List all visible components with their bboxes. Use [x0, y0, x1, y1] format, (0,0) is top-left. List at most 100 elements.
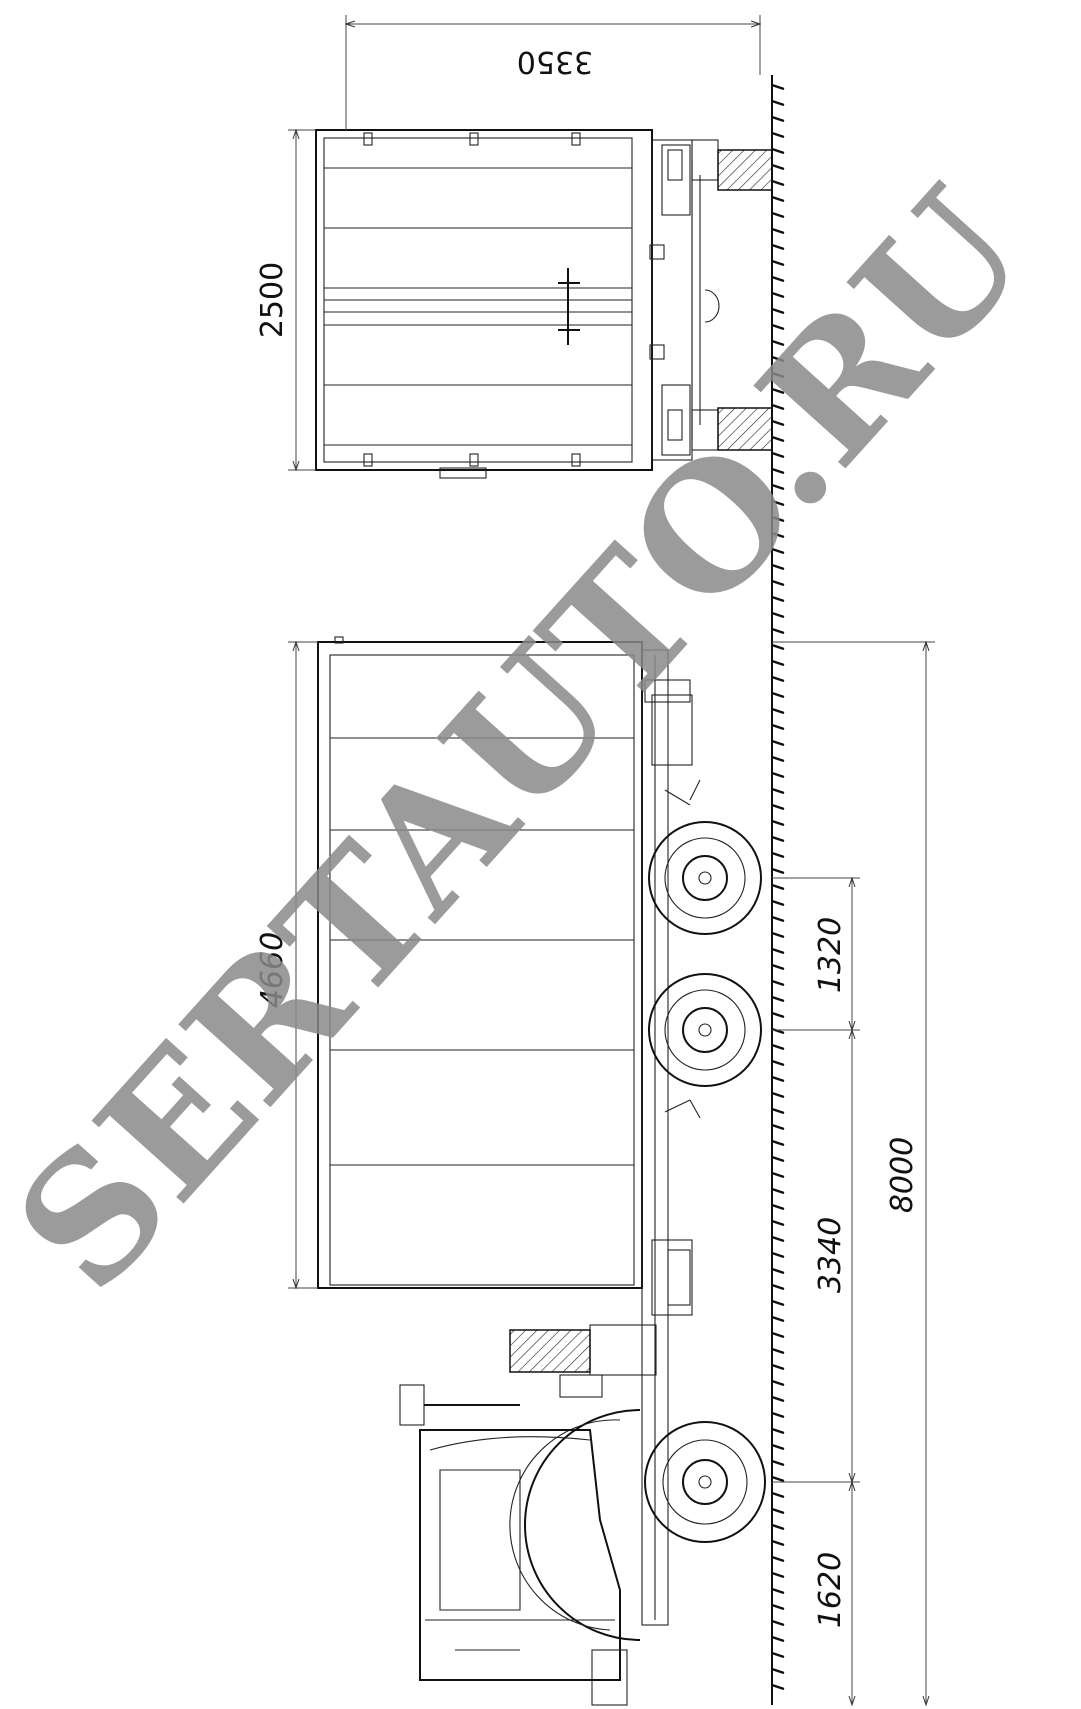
ground-tick: [771, 595, 785, 603]
ground-tick: [771, 211, 785, 219]
ground-tick: [771, 387, 785, 395]
ground-tick: [771, 147, 785, 155]
rear-view: 3350 2500: [255, 15, 773, 479]
ground-tick: [771, 1539, 785, 1547]
ground-tick: [771, 419, 785, 427]
ground-tick: [771, 1155, 785, 1163]
ground-tick: [771, 611, 785, 619]
dim-label-8000: 8000: [885, 1137, 920, 1213]
side-view: 4660 1320 3340 1620 8000: [255, 636, 935, 1706]
ground-tick: [771, 915, 785, 923]
ground-tick: [771, 499, 785, 507]
ground-tick: [771, 1347, 785, 1355]
ground-tick: [771, 355, 785, 363]
ground-tick: [771, 1091, 785, 1099]
ground-tick: [771, 563, 785, 571]
ground-tick: [771, 131, 785, 139]
ground-tick: [771, 291, 785, 299]
dim-label-2500: 2500: [255, 262, 290, 338]
ground-tick: [771, 1603, 785, 1611]
dim-label-1320: 1320: [813, 917, 848, 993]
ground-tick: [771, 275, 785, 283]
ground-tick: [771, 867, 785, 875]
ground-tick: [771, 1651, 785, 1659]
ground-tick: [771, 483, 785, 491]
dimension-width-rear: 2500: [255, 130, 316, 470]
cab: [399, 1384, 628, 1706]
spare-wheel: [509, 1329, 591, 1373]
ground-tick: [771, 195, 785, 203]
ground-tick: [771, 1075, 785, 1083]
rear-wheel-left: [717, 149, 773, 191]
ground-tick: [771, 1507, 785, 1515]
ground-tick: [771, 1315, 785, 1323]
ground-tick: [771, 259, 785, 267]
ground-tick: [771, 1123, 785, 1131]
ground-tick: [771, 643, 785, 651]
ground-tick: [771, 1555, 785, 1563]
ground-tick: [771, 451, 785, 459]
rear-wheel-1: [648, 821, 762, 935]
ground-tick: [771, 243, 785, 251]
chassis-frame: [641, 649, 669, 1626]
ground-tick: [771, 115, 785, 123]
ground-tick: [771, 307, 785, 315]
ground-tick: [771, 579, 785, 587]
ground-tick: [771, 339, 785, 347]
dimension-body-length: 4660: [255, 642, 318, 1288]
ground-tick: [771, 995, 785, 1003]
ground-tick: [771, 739, 785, 747]
ground-tick: [771, 947, 785, 955]
ground-tick: [771, 163, 785, 171]
ground-tick: [771, 179, 785, 187]
dimension-height-rear: 3350: [346, 15, 760, 130]
ground-tick: [771, 691, 785, 699]
ground-tick: [771, 515, 785, 523]
ground-tick: [771, 1619, 785, 1627]
dimension-axle-chain: 1320 3340 1620: [772, 878, 860, 1705]
ground-tick: [771, 1411, 785, 1419]
ground-tick: [771, 1459, 785, 1467]
ground-tick: [771, 963, 785, 971]
ground-tick: [771, 1011, 785, 1019]
ground-tick: [771, 1475, 785, 1483]
ground-tick: [771, 1139, 785, 1147]
ground-tick: [771, 1491, 785, 1499]
ground-tick: [771, 531, 785, 539]
ground-tick: [771, 547, 785, 555]
ground-tick: [771, 1635, 785, 1643]
ground-tick: [771, 851, 785, 859]
ground-tick: [771, 1043, 785, 1051]
ground-tick: [771, 627, 785, 635]
ground-tick: [771, 371, 785, 379]
ground-tick: [771, 771, 785, 779]
ground-tick: [771, 835, 785, 843]
rear-wheel-2: [648, 973, 762, 1087]
ground-tick: [771, 1331, 785, 1339]
ground-tick: [771, 1683, 785, 1691]
front-wheel: [509, 1409, 766, 1641]
ground-tick: [771, 723, 785, 731]
ground-tick: [771, 1667, 785, 1675]
ground-tick: [771, 1363, 785, 1371]
dim-label-3350: 3350: [517, 44, 593, 79]
ground-tick: [771, 1283, 785, 1291]
ground-tick: [771, 883, 785, 891]
ground-tick: [771, 979, 785, 987]
ground-tick: [771, 803, 785, 811]
ground-tick: [771, 931, 785, 939]
ground-tick: [771, 1059, 785, 1067]
dim-label-3340: 3340: [813, 1217, 848, 1293]
rear-wheel-right: [717, 407, 773, 451]
ground-tick: [771, 1379, 785, 1387]
ground-tick: [771, 403, 785, 411]
ground-tick: [771, 323, 785, 331]
ground-tick: [771, 755, 785, 763]
ground-tick: [771, 1571, 785, 1579]
ground-tick: [771, 467, 785, 475]
ground-tick: [771, 1523, 785, 1531]
ground-tick: [771, 83, 785, 91]
ground-tick: [771, 1187, 785, 1195]
ground-tick: [771, 1395, 785, 1403]
